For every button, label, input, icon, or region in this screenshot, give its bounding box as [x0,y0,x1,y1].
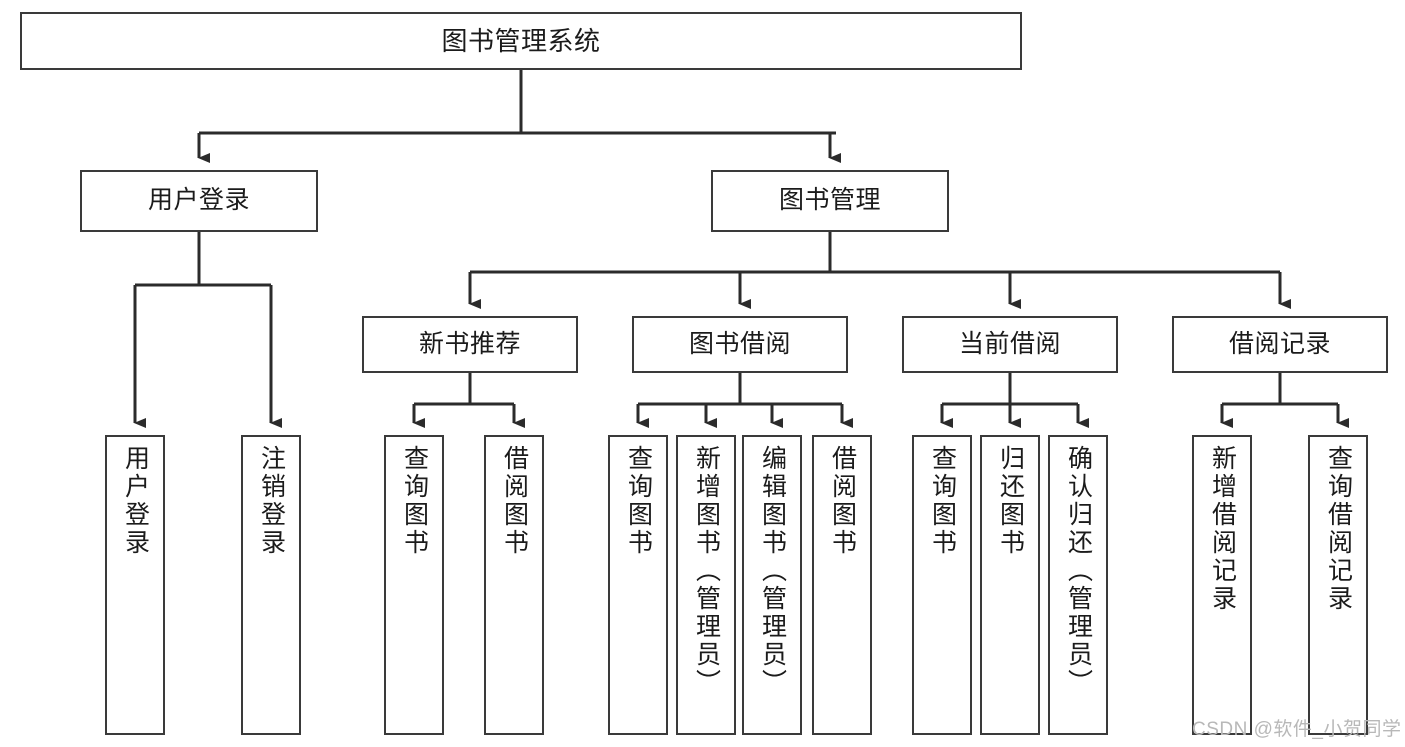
node-label: 确认归还（管理员） [1064,445,1093,697]
node-leaf-add-book-admin[interactable]: 新增图书（管理员） [676,435,736,735]
node-label: 查询图书 [928,445,957,557]
node-label: 借阅记录 [1228,329,1331,358]
node-leaf-edit-book-admin[interactable]: 编辑图书（管理员） [742,435,802,735]
node-new-book-recommendation[interactable]: 新书推荐 [362,316,578,373]
node-label: 查询图书 [400,445,429,557]
node-label: 用户登录 [147,186,250,215]
node-label: 注销登录 [257,445,286,557]
node-label: 编辑图书（管理员） [758,445,787,697]
node-leaf-confirm-return-admin[interactable]: 确认归还（管理员） [1048,435,1108,735]
node-label: 新增图书（管理员） [692,445,721,697]
node-leaf-user-login[interactable]: 用户登录 [105,435,165,735]
node-root-book-management-system[interactable]: 图书管理系统 [20,12,1022,70]
node-label: 借阅图书 [828,445,857,557]
node-leaf-borrow-book-recommend[interactable]: 借阅图书 [484,435,544,735]
node-label: 图书管理系统 [441,25,601,56]
node-label: 借阅图书 [500,445,529,557]
node-borrowing-record[interactable]: 借阅记录 [1172,316,1388,373]
node-leaf-logout[interactable]: 注销登录 [241,435,301,735]
node-book-management[interactable]: 图书管理 [711,170,949,232]
node-leaf-query-book-current[interactable]: 查询图书 [912,435,972,735]
node-book-borrowing[interactable]: 图书借阅 [632,316,848,373]
node-leaf-query-borrow-record[interactable]: 查询借阅记录 [1308,435,1368,735]
csdn-watermark: CSDN @软件_小贺同学 [1192,719,1402,740]
node-label: 归还图书 [996,445,1025,557]
node-label: 新增借阅记录 [1208,445,1237,613]
node-label: 查询借阅记录 [1324,445,1353,613]
node-leaf-query-book-borrow[interactable]: 查询图书 [608,435,668,735]
node-label: 图书借阅 [688,329,791,358]
node-leaf-return-book[interactable]: 归还图书 [980,435,1040,735]
node-label: 图书管理 [778,186,881,215]
node-leaf-query-book-recommend[interactable]: 查询图书 [384,435,444,735]
node-leaf-borrow-book[interactable]: 借阅图书 [812,435,872,735]
node-label: 用户登录 [121,445,150,557]
node-label: 新书推荐 [418,329,521,358]
node-leaf-add-borrow-record[interactable]: 新增借阅记录 [1192,435,1252,735]
node-label: 查询图书 [624,445,653,557]
node-current-borrowing[interactable]: 当前借阅 [902,316,1118,373]
node-user-login[interactable]: 用户登录 [80,170,318,232]
node-label: 当前借阅 [958,329,1061,358]
